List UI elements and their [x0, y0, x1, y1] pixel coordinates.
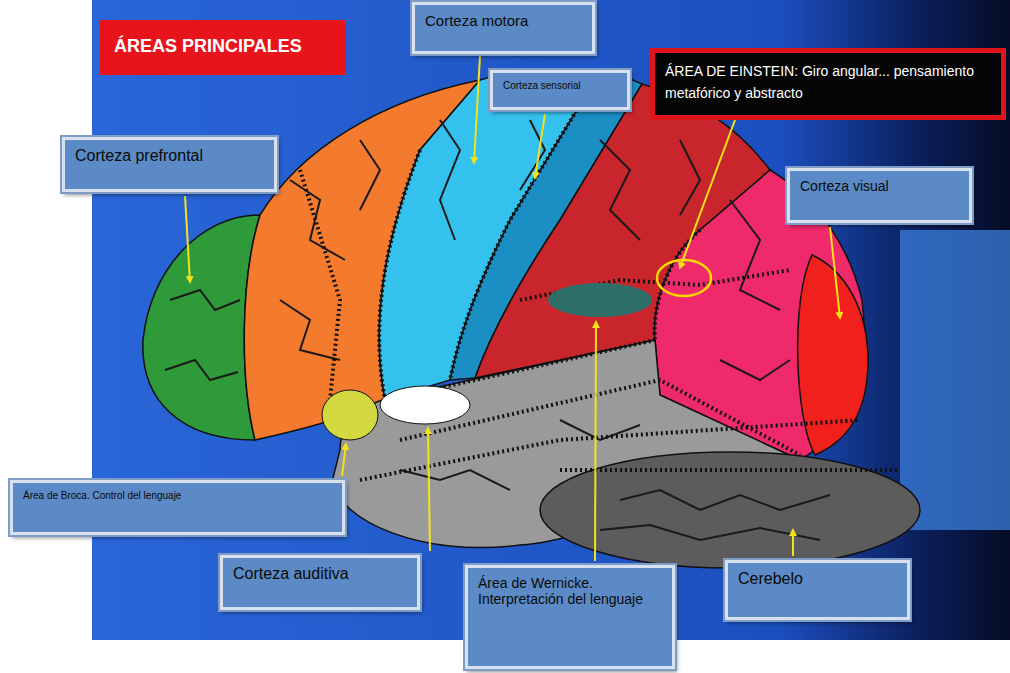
cerebellum-region — [540, 452, 920, 568]
background-panel — [92, 0, 1010, 640]
label-text: Área de Wernicke. Interpretación del len… — [478, 575, 662, 607]
wernicke-area — [548, 283, 652, 317]
dotted-borders — [300, 72, 900, 480]
broca-area — [322, 390, 378, 440]
label-text: Corteza sensorial — [503, 80, 617, 91]
title-box: ÁREAS PRINCIPALES — [100, 20, 345, 75]
visual-label-box: Corteza visual — [787, 168, 972, 223]
label-text: Área de Broca. Control del lenguaje — [23, 490, 332, 501]
auditory-area — [380, 386, 470, 424]
label-text: Corteza auditiva — [233, 565, 407, 583]
sensory-label-box: Corteza sensorial — [490, 70, 630, 110]
prefrontal-label-box: Corteza prefrontal — [62, 137, 277, 192]
label-text: ÁREA DE EINSTEIN: Giro angular... pensam… — [665, 61, 991, 104]
label-text: Cerebelo — [738, 570, 897, 588]
label-text: Corteza prefrontal — [75, 147, 264, 165]
label-text: Corteza visual — [800, 178, 959, 194]
cerebellum-label-box: Cerebelo — [725, 560, 910, 620]
angular-gyrus-circle — [657, 260, 711, 296]
visual-region — [798, 255, 868, 455]
motor-label-box: Corteza motora — [412, 2, 595, 54]
wernicke-label-box: Área de Wernicke. Interpretación del len… — [465, 565, 675, 669]
label-text: Corteza motora — [425, 12, 582, 29]
broca-label-box: Área de Broca. Control del lenguaje — [10, 480, 345, 535]
prefrontal-region — [143, 215, 260, 440]
auditory-label-box: Corteza auditiva — [220, 555, 420, 610]
einstein-callout-box: ÁREA DE EINSTEIN: Giro angular... pensam… — [650, 48, 1006, 120]
